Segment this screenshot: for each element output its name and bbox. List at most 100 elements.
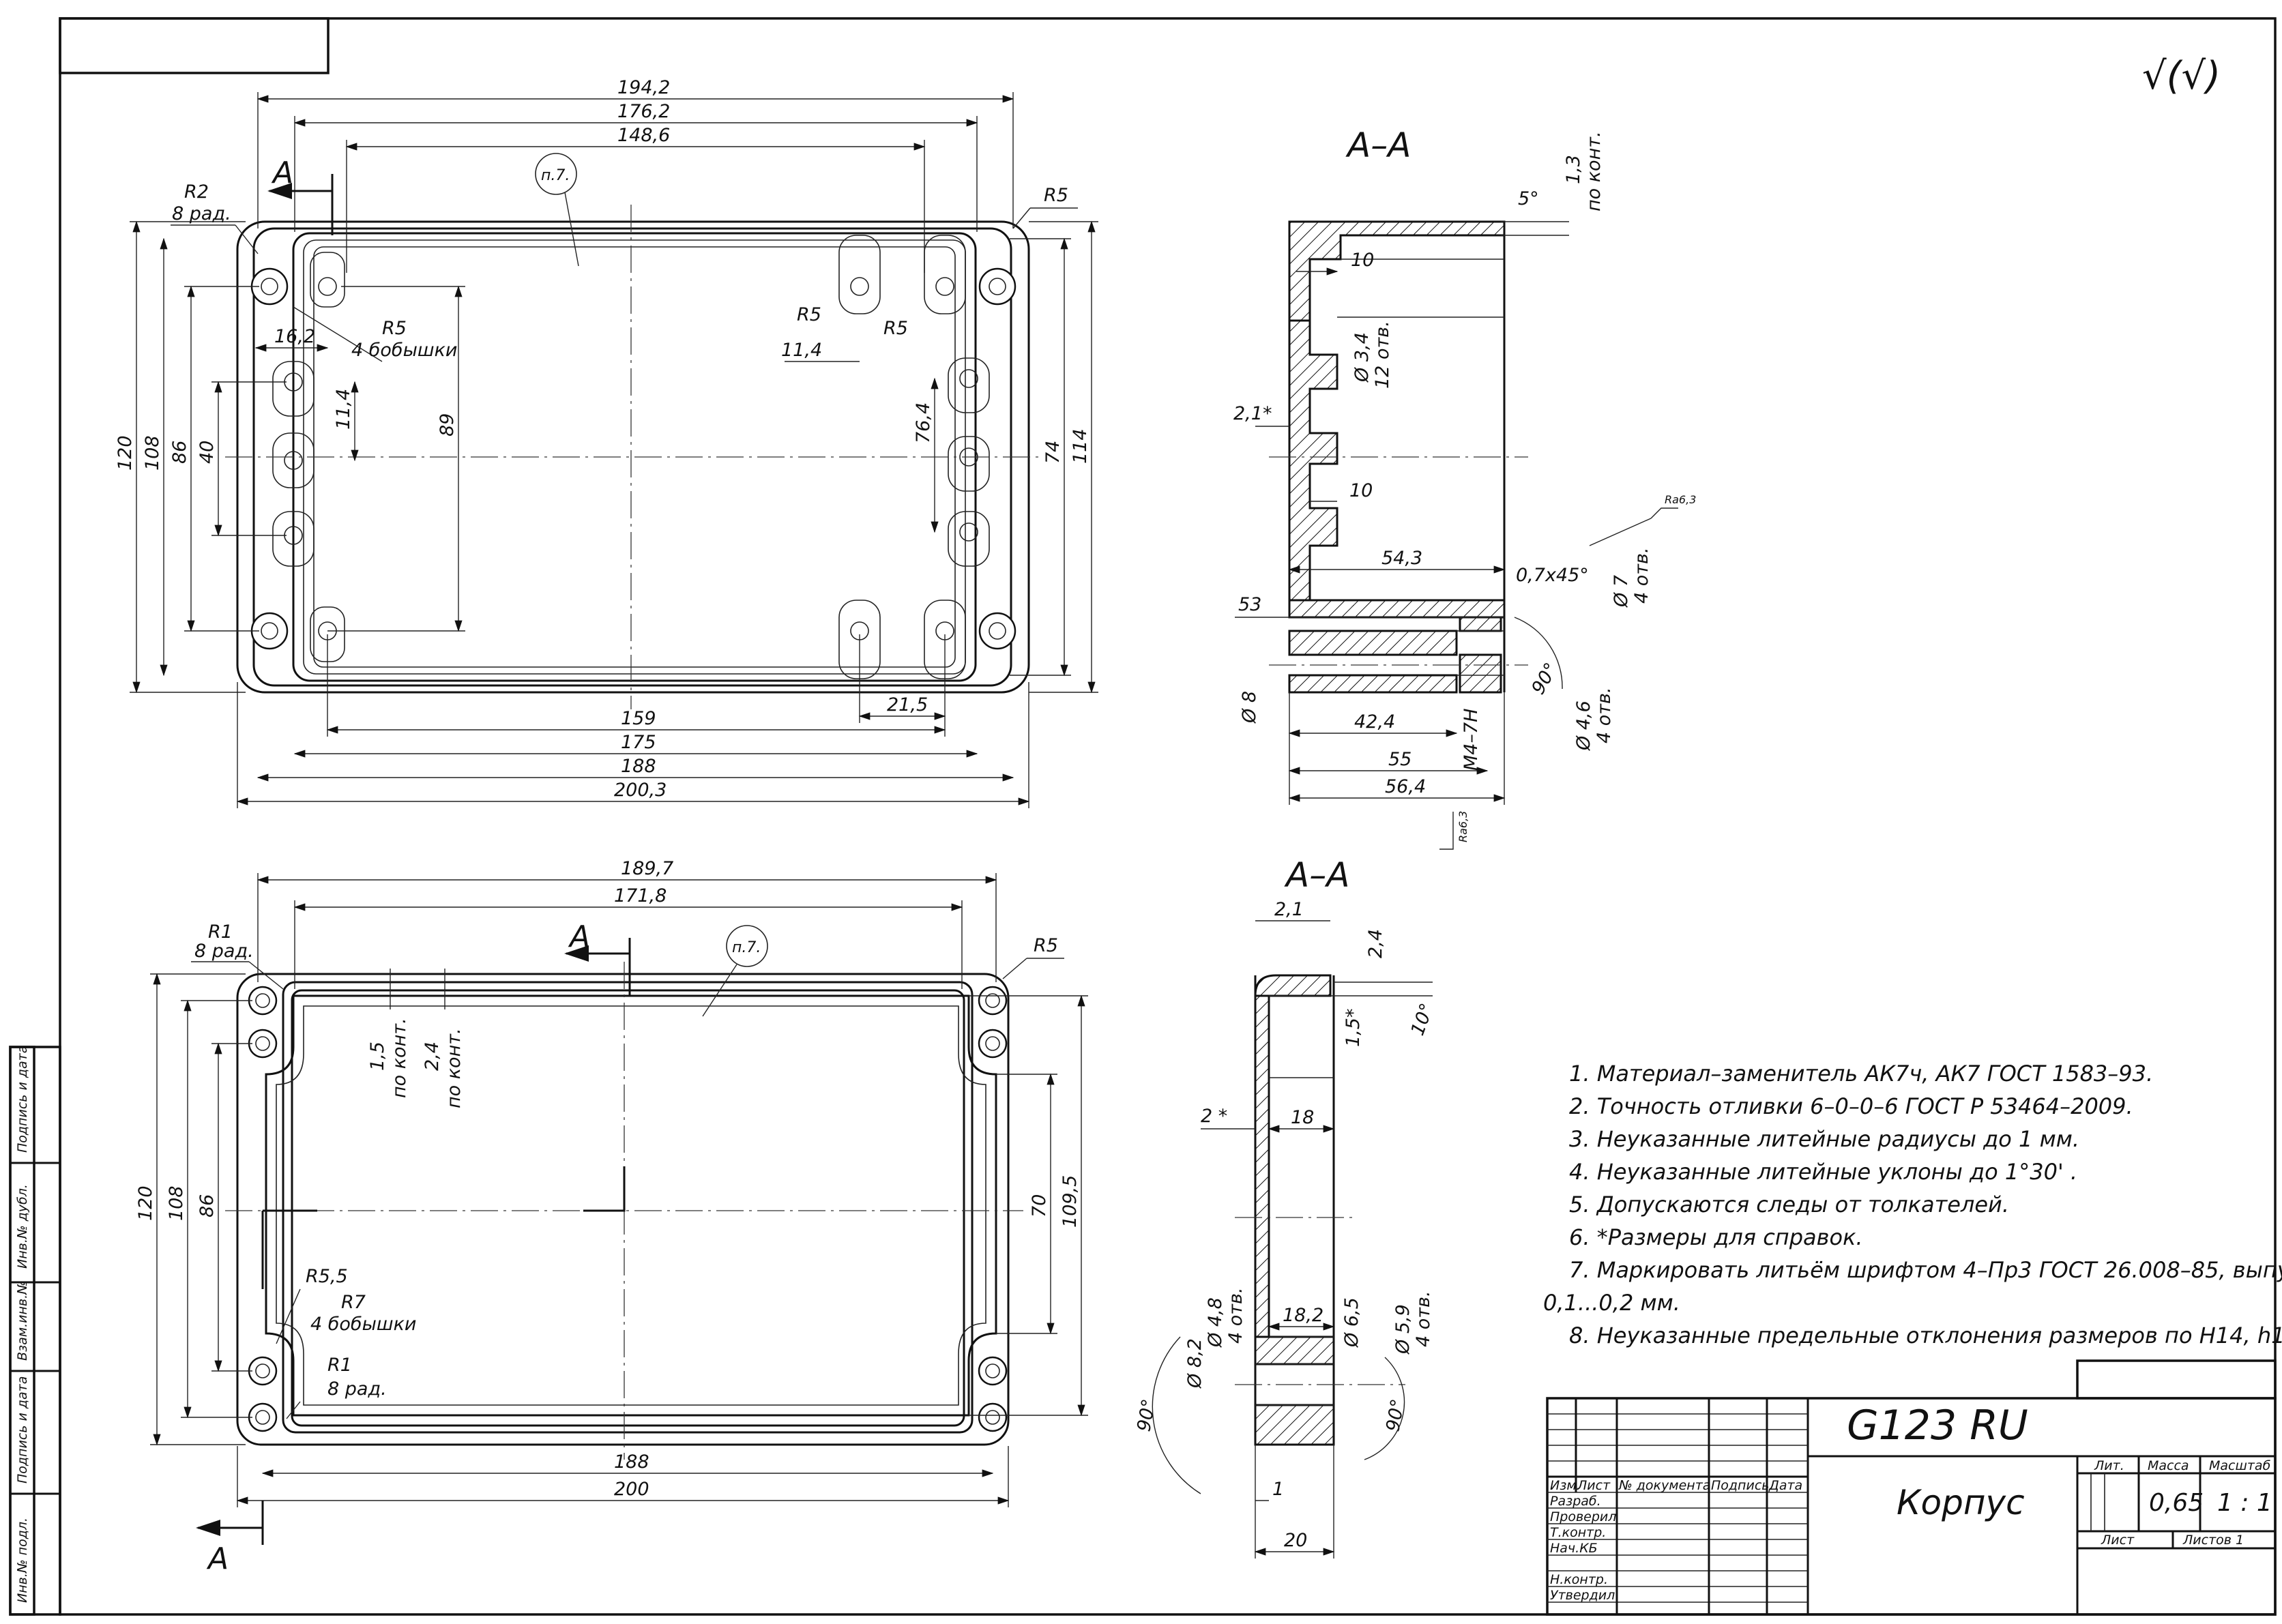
bottom-view	[225, 962, 1023, 1460]
note-4: 4. Неуказанные литейные уклоны до 1°30' …	[1569, 1159, 2077, 1185]
tb-mass-label: Масса	[2148, 1458, 2189, 1473]
radius-r5-bottom: R5	[1034, 935, 1058, 956]
sec-top-dim-42-4: 42,4	[1354, 711, 1395, 733]
technical-notes: 1. Материал–заменитель АК7ч, АК7 ГОСТ 15…	[1543, 1061, 2282, 1348]
sec-top-dim-53: 53	[1238, 594, 1261, 615]
radius-r5-top-right: R5	[1044, 185, 1068, 206]
dim-11-4-v: 11,4	[333, 389, 354, 430]
dim-159: 159	[621, 708, 656, 729]
sec-top-dim-chamfer: 0,7x45°	[1516, 565, 1589, 586]
tb-designation: G123 RU	[1847, 1402, 2028, 1449]
radius-r1-bottom-note: 8 рад.	[327, 1378, 387, 1400]
radius-r5-boss: R5	[382, 318, 407, 339]
tb-role-proveril: Проверил	[1550, 1509, 1616, 1524]
note-1: 1. Материал–заменитель АК7ч, АК7 ГОСТ 15…	[1569, 1061, 2153, 1087]
side-stamp-1: Подпись и дата	[15, 1046, 30, 1153]
dim-1-5-note: по конт.	[389, 1018, 410, 1098]
note-8: 8. Неуказанные предельные отклонения раз…	[1569, 1323, 2282, 1348]
sec-bot-dim-d8-2: Ø 8,2	[1184, 1338, 1205, 1389]
roughness-symbol: √(√)	[2142, 54, 2221, 98]
dim-188: 188	[621, 756, 656, 777]
tb-lit-label: Лит.	[2094, 1458, 2124, 1473]
radius-boss-note: 4 бобышки	[351, 340, 457, 361]
sec-top-dim-5deg: 5°	[1518, 188, 1539, 209]
sec-top-dim-4otv-b: 4 отв.	[1594, 687, 1615, 743]
dim-74: 74	[1042, 441, 1064, 464]
dim-200: 200	[614, 1479, 649, 1500]
radius-r5-inner-2: R5	[883, 318, 908, 339]
dim-108: 108	[142, 435, 163, 471]
dim-175: 175	[621, 732, 656, 753]
callout-p7-top: п.7.	[541, 167, 570, 184]
tb-part-name: Корпус	[1897, 1483, 2025, 1522]
sec-top-dim-m4: M4–7H	[1461, 709, 1482, 771]
dim-89: 89	[437, 413, 458, 437]
tb-scale-label: Масштаб	[2209, 1458, 2271, 1473]
tb-scale: 1 : 1	[2217, 1489, 2272, 1517]
dim-2-4-note: по конт.	[443, 1028, 465, 1108]
dim-70: 70	[1029, 1194, 1050, 1217]
note-7-cont: 0,1...0,2 мм.	[1543, 1290, 1680, 1316]
sec-bot-dim-2-4: 2,4	[1365, 929, 1386, 958]
dim-120-bottom: 120	[135, 1185, 156, 1221]
sec-top-dim-10-a: 10	[1351, 250, 1374, 271]
dim-188-bottom: 188	[614, 1451, 649, 1473]
dim-16-2: 16,2	[274, 326, 315, 347]
sec-top-dim-4otv-a: 4 отв.	[1631, 547, 1652, 604]
note-7: 7. Маркировать литьём шрифтом 4–Пр3 ГОСТ…	[1569, 1257, 2282, 1283]
note-5: 5. Допускаются следы от толкателей.	[1569, 1192, 2009, 1217]
tb-col-list: Лист	[1577, 1478, 1611, 1493]
dim-148-6: 148,6	[617, 125, 670, 146]
sec-bot-dim-18-2: 18,2	[1283, 1305, 1323, 1326]
sec-top-dim-12otv: 12 отв.	[1372, 321, 1393, 389]
sec-bot-dim-4otv-a: 4 отв.	[1225, 1287, 1246, 1344]
top-view	[225, 205, 1044, 709]
dim-86: 86	[169, 441, 190, 464]
tb-sheet-label: Лист	[2101, 1533, 2135, 1548]
radius-r5-inner-1: R5	[797, 304, 821, 325]
radius-r1-top-note: 8 рад.	[194, 941, 254, 962]
section-marker-a-bottom-low: A	[206, 1541, 229, 1576]
top-view-dimensions: 194,2 176,2 148,6 159 175 188 200,3 21,5…	[115, 77, 1098, 808]
sec-top-ra-2: Ra6,3	[1457, 811, 1469, 842]
top-left-stamp-box	[59, 17, 330, 74]
bottom-view-dimensions: 189,7 171,8 188 200 120 108 86 70 109,5 …	[135, 858, 1088, 1576]
section-top: А–А	[1269, 126, 1528, 694]
section-top-dimensions: 1,3 по конт. 5° 10 Ø 3,4 12 отв. 2,1* 10…	[1233, 131, 1696, 850]
sec-bot-dim-20: 20	[1284, 1530, 1307, 1551]
sec-top-dim-d7: Ø 7	[1611, 575, 1632, 608]
dim-21-5: 21,5	[887, 694, 928, 715]
dim-114: 114	[1070, 428, 1091, 464]
tb-role-nkontr: Н.контр.	[1550, 1572, 1608, 1587]
dim-109-5: 109,5	[1059, 1175, 1081, 1228]
tb-sheets-label: Листов 1	[2182, 1533, 2244, 1548]
dim-200-3: 200,3	[614, 780, 667, 801]
sec-bot-dim-1-5: 1,5*	[1343, 1009, 1364, 1047]
sec-bot-dim-d5-9: Ø 5,9	[1392, 1304, 1414, 1355]
dim-1-5: 1,5	[367, 1042, 388, 1071]
callout-p7-bottom: п.7.	[732, 939, 761, 956]
sec-top-dim-56-4: 56,4	[1385, 776, 1426, 797]
sec-top-dim-90deg: 90°	[1527, 660, 1562, 698]
radius-r2-note: 8 рад.	[172, 203, 231, 224]
sec-top-dim-54-3: 54,3	[1381, 548, 1422, 569]
radius-r1-bottom: R1	[327, 1355, 352, 1376]
sec-top-dim-d4-6: Ø 4,6	[1573, 700, 1594, 751]
sec-bot-dim-d4-8: Ø 4,8	[1205, 1297, 1226, 1348]
note-3: 3. Неуказанные литейные радиусы до 1 мм.	[1569, 1126, 2079, 1152]
sec-bot-dim-10deg: 10°	[1407, 1001, 1437, 1039]
section-bottom: А–А	[1235, 855, 1405, 1446]
tb-col-sign: Подпись	[1711, 1478, 1769, 1493]
sec-bot-dim-90deg-right: 90°	[1382, 1398, 1409, 1434]
side-stamp-4: Подпись и дата	[15, 1376, 30, 1483]
sec-bot-dim-4otv-b: 4 отв.	[1413, 1290, 1434, 1347]
tb-role-tkontr: Т.контр.	[1550, 1525, 1606, 1540]
dim-11-4-h: 11,4	[781, 340, 822, 361]
radius-r1-top: R1	[208, 921, 233, 943]
section-bottom-title: А–А	[1284, 855, 1349, 895]
sec-top-dim-55: 55	[1388, 749, 1411, 770]
tb-mass: 0,65	[2149, 1489, 2204, 1517]
radius-r7: R7	[341, 1292, 366, 1313]
tb-col-date: Дата	[1768, 1478, 1802, 1493]
